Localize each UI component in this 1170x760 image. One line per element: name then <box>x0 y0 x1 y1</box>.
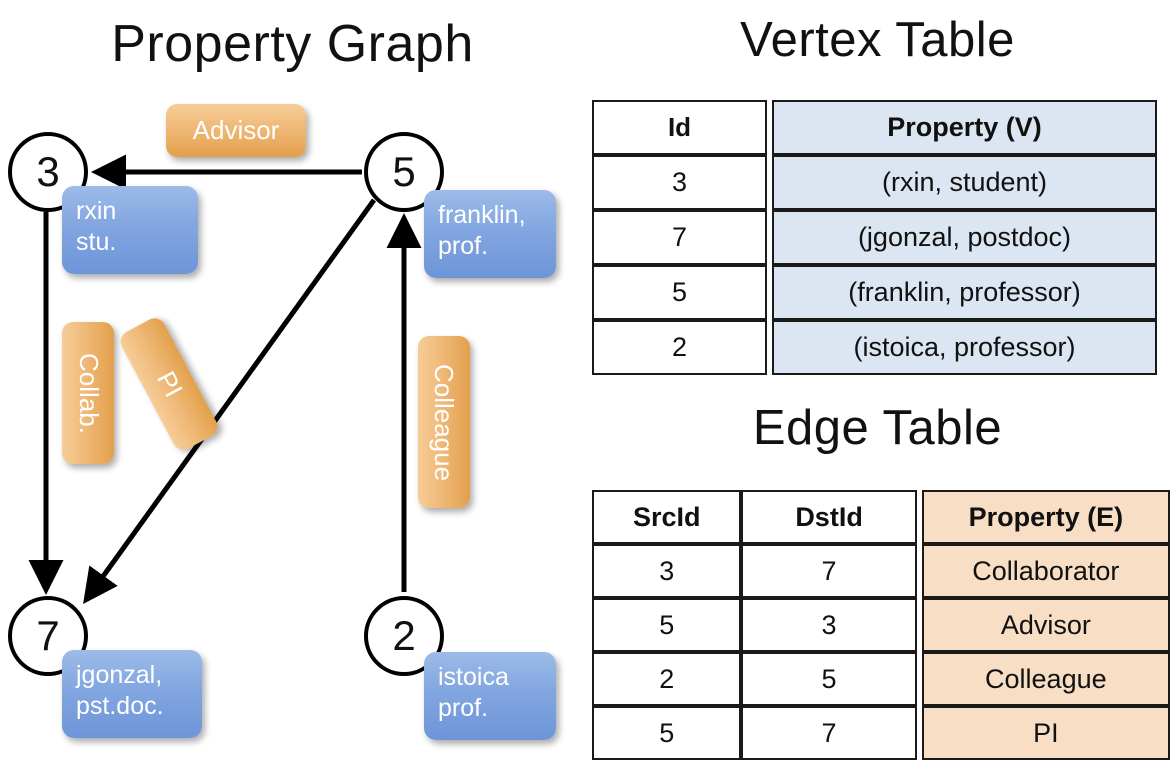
vertex-table-cell-id: 3 <box>592 155 767 210</box>
table-row: 3 (rxin, student) <box>592 155 1157 210</box>
vertex-callout-istoica-line2: prof. <box>438 694 489 722</box>
edge-table-cell-dstid: 5 <box>741 652 917 706</box>
vertex-callout-franklin-line1: franklin, <box>438 201 526 229</box>
column-gap <box>767 155 772 210</box>
vertex-table-header-property: Property (V) <box>772 100 1157 155</box>
edge-table-cell-srcid: 5 <box>592 598 742 652</box>
table-row: 2 5 Colleague <box>592 652 1170 706</box>
vertex-callout-jgonzal-line1: jgonzal, <box>76 661 163 689</box>
vertex-callout-rxin-line1: rxin <box>76 197 117 225</box>
vertex-table-cell-id: 2 <box>592 320 767 375</box>
edge-callout-collab-label: Collab. <box>73 352 104 434</box>
graph-node-2[interactable]: 2 <box>364 596 444 676</box>
edge-table-header-srcid: SrcId <box>592 490 742 544</box>
edge-table-cell-property: Advisor <box>921 598 1170 652</box>
column-gap <box>916 652 922 706</box>
graph-node-5-label: 5 <box>392 148 416 195</box>
edge-table: SrcId DstId Property (E) 3 7 Collaborato… <box>592 490 1170 760</box>
edge-table-cell-srcid: 2 <box>592 652 742 706</box>
edge-table-header-property: Property (E) <box>921 490 1170 544</box>
column-gap <box>767 265 772 320</box>
column-gap <box>916 598 922 652</box>
vertex-callout-franklin: franklin, prof. <box>424 190 556 278</box>
vertex-callout-istoica-line1: istoica <box>438 663 509 691</box>
vertex-table-cell-id: 5 <box>592 265 767 320</box>
edge-callout-collab: Collab. <box>62 322 114 464</box>
edge-table-cell-property: Colleague <box>921 652 1170 706</box>
edge-table-cell-srcid: 5 <box>592 706 742 760</box>
edge-table-cell-dstid: 3 <box>741 598 917 652</box>
vertex-callout-istoica: istoica prof. <box>424 652 556 740</box>
vertex-table: Id Property (V) 3 (rxin, student) 7 (jgo… <box>592 100 1157 375</box>
vertex-table-cell-property: (franklin, professor) <box>772 265 1157 320</box>
graph-node-2-label: 2 <box>392 612 416 659</box>
edge-callout-colleague-label: Colleague <box>429 363 460 481</box>
column-gap <box>767 210 772 265</box>
vertex-callout-rxin-line2: stu. <box>76 228 117 256</box>
edge-table-header-dstid: DstId <box>741 490 917 544</box>
vertex-callout-jgonzal-line2: pst.doc. <box>76 692 164 720</box>
column-gap <box>916 490 922 544</box>
column-gap <box>916 544 922 598</box>
table-header-row: SrcId DstId Property (E) <box>592 490 1170 544</box>
column-gap <box>767 100 772 155</box>
graph-node-5[interactable]: 5 <box>364 132 444 212</box>
property-graph-diagram: 3 5 7 2 rxin stu. franklin, prof. jgonza… <box>8 104 556 740</box>
vertex-callout-jgonzal: jgonzal, pst.doc. <box>62 650 202 738</box>
page-title-vertex-table: Vertex Table <box>740 13 1015 67</box>
edge-callout-pi-label: PI <box>150 365 189 402</box>
edge-table-cell-property: PI <box>921 706 1170 760</box>
table-header-row: Id Property (V) <box>592 100 1157 155</box>
table-row: 3 7 Collaborator <box>592 544 1170 598</box>
vertex-table-cell-property: (jgonzal, postdoc) <box>772 210 1157 265</box>
table-row: 5 7 PI <box>592 706 1170 760</box>
vertex-callout-franklin-line2: prof. <box>438 232 489 260</box>
column-gap <box>916 706 922 760</box>
edge-callout-colleague: Colleague <box>418 336 470 508</box>
vertex-table-cell-property: (rxin, student) <box>772 155 1157 210</box>
graph-node-7-label: 7 <box>36 612 60 659</box>
table-row: 7 (jgonzal, postdoc) <box>592 210 1157 265</box>
vertex-callout-rxin: rxin stu. <box>62 186 198 274</box>
table-row: 2 (istoica, professor) <box>592 320 1157 375</box>
edge-table-cell-srcid: 3 <box>592 544 742 598</box>
edge-5-to-7-pi <box>83 198 377 605</box>
graph-node-3-label: 3 <box>36 148 60 195</box>
vertex-table-header-id: Id <box>592 100 767 155</box>
column-gap <box>767 320 772 375</box>
vertex-table-cell-id: 7 <box>592 210 767 265</box>
edge-callout-advisor-label: Advisor <box>192 115 280 145</box>
table-row: 5 (franklin, professor) <box>592 265 1157 320</box>
edge-table-cell-property: Collaborator <box>921 544 1170 598</box>
vertex-table-cell-property: (istoica, professor) <box>772 320 1157 375</box>
edge-table-cell-dstid: 7 <box>741 706 917 760</box>
page-title-edge-table: Edge Table <box>752 401 1003 455</box>
page-title-property-graph: Property Graph <box>111 15 474 73</box>
edge-table-cell-dstid: 7 <box>741 544 917 598</box>
table-row: 5 3 Advisor <box>592 598 1170 652</box>
edge-callout-advisor: Advisor <box>166 104 306 157</box>
graph-edges-layer <box>28 154 422 605</box>
